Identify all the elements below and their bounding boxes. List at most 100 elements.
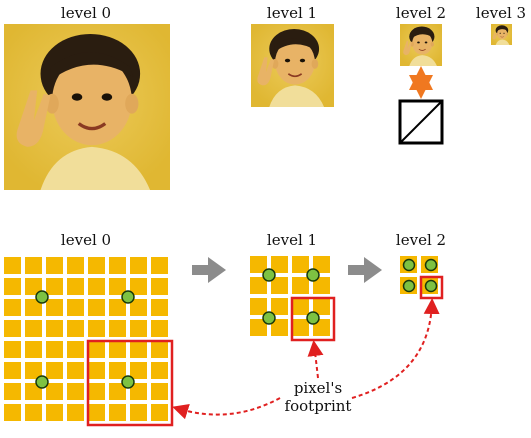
sample-dot xyxy=(306,268,320,282)
texel-level0 xyxy=(109,278,126,295)
texel-level1 xyxy=(313,298,330,315)
texel-level0 xyxy=(109,320,126,337)
texel-level0 xyxy=(25,257,42,274)
texel-level0 xyxy=(67,257,84,274)
texel-level0 xyxy=(151,320,168,337)
texel-level1 xyxy=(313,277,330,294)
texel-level0 xyxy=(151,257,168,274)
footprint-arrow-level1 xyxy=(307,340,324,379)
sample-dot xyxy=(35,290,49,304)
texel-level1 xyxy=(313,256,330,273)
texel-level0 xyxy=(67,278,84,295)
texel-level0 xyxy=(46,341,63,358)
texel-level0 xyxy=(88,320,105,337)
texel-level1 xyxy=(271,277,288,294)
texel-level0 xyxy=(109,257,126,274)
sample-dot xyxy=(262,268,276,282)
texel-level0 xyxy=(109,341,126,358)
texel-level1 xyxy=(271,319,288,336)
photo-level1 xyxy=(251,24,334,107)
footprint-arrow-level0 xyxy=(172,397,281,420)
texel-level0 xyxy=(46,404,63,421)
texel-level0 xyxy=(151,299,168,316)
photo-level3 xyxy=(491,24,512,45)
footprint-note-line2: footprint xyxy=(285,397,352,415)
bottom-level0-label: level 0 xyxy=(61,231,111,249)
footprint-box-level0 xyxy=(86,339,174,427)
texel-level0 xyxy=(67,362,84,379)
texel-level1 xyxy=(250,277,267,294)
texel-level0 xyxy=(25,362,42,379)
footprint-arrow-level2 xyxy=(351,298,440,399)
top-level2-label: level 2 xyxy=(396,4,446,22)
texel-level0 xyxy=(46,257,63,274)
texel-level0 xyxy=(25,341,42,358)
texel-level0 xyxy=(4,278,21,295)
texel-level0 xyxy=(88,299,105,316)
texel-level0 xyxy=(130,404,147,421)
sample-dot xyxy=(306,311,320,325)
bottom-level2-label: level 2 xyxy=(396,231,446,249)
sample-dot xyxy=(402,279,416,293)
diagonal-box-icon xyxy=(398,99,444,145)
texel-level0 xyxy=(4,257,21,274)
photo-level0 xyxy=(4,24,170,190)
texel-level0 xyxy=(67,383,84,400)
texel-level0 xyxy=(151,278,168,295)
texel-level0 xyxy=(88,257,105,274)
texel-level0 xyxy=(25,404,42,421)
level1-texel-grid xyxy=(250,256,330,336)
texel-level1 xyxy=(292,277,309,294)
top-level3-label: level 3 xyxy=(476,4,526,22)
texel-level0 xyxy=(67,404,84,421)
sample-dot xyxy=(35,375,49,389)
texel-level0 xyxy=(67,320,84,337)
texel-level0 xyxy=(88,278,105,295)
texel-level0 xyxy=(46,299,63,316)
sample-dot xyxy=(424,279,438,293)
texel-level1 xyxy=(292,319,309,336)
sample-dot xyxy=(262,311,276,325)
texel-level0 xyxy=(67,299,84,316)
texel-level1 xyxy=(250,319,267,336)
texel-level0 xyxy=(4,383,21,400)
texel-level0 xyxy=(4,299,21,316)
texel-level0 xyxy=(130,383,147,400)
right-arrow-icon xyxy=(192,257,226,283)
texel-level0 xyxy=(151,341,168,358)
texel-level0 xyxy=(130,341,147,358)
sample-dot xyxy=(424,258,438,272)
texel-level0 xyxy=(130,257,147,274)
texel-level0 xyxy=(88,341,105,358)
texel-level0 xyxy=(4,404,21,421)
right-arrow-icon xyxy=(348,257,382,283)
texel-level1 xyxy=(250,256,267,273)
sample-dot xyxy=(402,258,416,272)
texel-level1 xyxy=(271,298,288,315)
texel-level1 xyxy=(292,256,309,273)
texel-level0 xyxy=(130,362,147,379)
texel-level0 xyxy=(151,404,168,421)
top-level0-label: level 0 xyxy=(61,4,111,22)
texel-level0 xyxy=(130,320,147,337)
texel-level0 xyxy=(151,362,168,379)
texel-level0 xyxy=(46,362,63,379)
texel-level0 xyxy=(46,278,63,295)
footprint-box-level1 xyxy=(290,296,336,342)
photo-level2 xyxy=(400,24,442,66)
texel-level0 xyxy=(130,278,147,295)
texel-level1 xyxy=(250,298,267,315)
texel-level0 xyxy=(4,341,21,358)
texel-level0 xyxy=(25,299,42,316)
texel-level0 xyxy=(4,320,21,337)
texel-level0 xyxy=(46,383,63,400)
top-level1-label: level 1 xyxy=(267,4,317,22)
texel-level0 xyxy=(46,320,63,337)
texel-level0 xyxy=(25,383,42,400)
texel-level0 xyxy=(151,383,168,400)
texel-level1 xyxy=(313,319,330,336)
texel-level0 xyxy=(67,341,84,358)
texel-level0 xyxy=(88,404,105,421)
texel-level0 xyxy=(109,404,126,421)
